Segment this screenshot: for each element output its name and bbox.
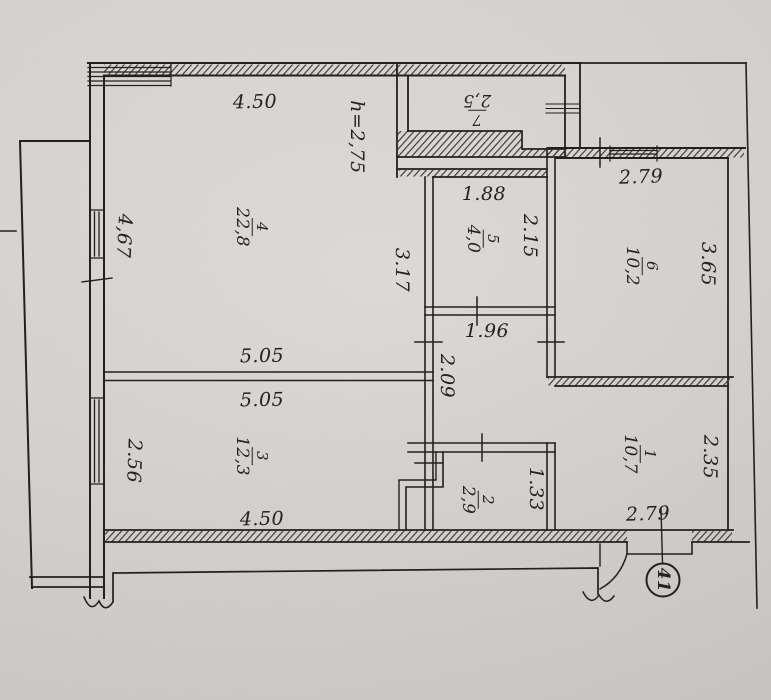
top-left-window-block: [87, 62, 172, 87]
room2-left-wall: [405, 451, 444, 531]
room-2-number: 2: [477, 490, 497, 510]
room-3-number: 3: [251, 446, 271, 466]
dim-room2-height-right: 1.33: [525, 466, 547, 512]
entrance-recess: [626, 541, 693, 555]
wall-break-right: [581, 590, 616, 602]
room5-room6-wall: [546, 147, 556, 378]
dim-top-width: 4.50: [232, 90, 278, 114]
room-1-area: 10,7: [620, 434, 641, 474]
dim-room6-width-top: 2.79: [618, 165, 664, 189]
top-wall: [86, 61, 582, 77]
wall-break-left: [82, 595, 115, 609]
room6-top-wall: [547, 147, 746, 159]
dim-room4-width-bottom: 5.05: [239, 344, 285, 368]
dim-room3-width-top: 5.05: [239, 388, 285, 412]
room-6-area: 10,2: [622, 246, 643, 286]
dim-room1-width-bottom: 2.79: [625, 502, 671, 526]
dim-hall-width: 1.96: [464, 320, 510, 342]
room-7-label: 7 2,5: [462, 90, 492, 129]
bottom-wall: [103, 529, 750, 543]
apartment-number-leader: [660, 508, 664, 564]
room-7-area: 2,5: [462, 90, 492, 111]
room7-window: [545, 103, 581, 114]
dim-room3-width-bottom: 4.50: [239, 507, 285, 531]
room-1-label: 1 10,7: [620, 434, 659, 474]
left-window-2: [89, 397, 105, 485]
dim-hall-height: 2.09: [436, 353, 458, 399]
corridor-wall: [424, 176, 434, 531]
room-5-label: 5 4,0: [463, 224, 502, 254]
room-2-area: 2,9: [458, 485, 479, 515]
room6-window: [609, 145, 658, 162]
room7-left-wall: [396, 62, 409, 178]
dim-room4-height-right: 3.17: [391, 247, 413, 293]
room-5-area: 4,0: [463, 224, 484, 254]
room-6-label: 6 10,2: [622, 246, 661, 286]
dim-room5-width-top: 1.88: [461, 183, 507, 205]
left-wall: [89, 62, 105, 599]
left-window-1: [89, 209, 105, 259]
room-5-number: 5: [482, 229, 502, 249]
room-3-area: 12,3: [232, 436, 253, 476]
room4-room3-wall: [103, 371, 434, 382]
room-1-number: 1: [639, 444, 659, 464]
balcony-outline: [18, 140, 91, 590]
room-4-area: 22,8: [232, 207, 253, 247]
room2-left-wall-outer: [398, 451, 437, 531]
landing-line: [112, 567, 599, 602]
room7-right-wall: [564, 62, 581, 158]
dim-room5-height-right: 2.15: [519, 213, 541, 259]
room-4-label: 4 22,8: [232, 207, 271, 247]
dim-balcony-length: 4,67: [111, 213, 137, 259]
room5-bottom-wall: [424, 306, 556, 316]
room2-right-wall: [546, 442, 556, 531]
dim-room1-height-right: 2.35: [698, 434, 722, 480]
dim-room6-height-right: 3.65: [696, 241, 720, 287]
room-2-label: 2 2,9: [458, 485, 497, 515]
room7-bottom-wall: [396, 130, 566, 158]
dim-height-note: h=2,75: [346, 100, 368, 174]
room-7-number: 7: [467, 109, 487, 129]
room-3-label: 3 12,3: [232, 436, 271, 476]
dim-room3-height-left: 2.56: [122, 438, 146, 484]
room6-bottom-wall: [546, 376, 734, 387]
building-right-edge: [745, 62, 758, 609]
room5-top-wall: [396, 168, 548, 178]
dim-tick-left: [81, 277, 113, 283]
room-6-number: 6: [641, 256, 661, 276]
room-4-number: 4: [251, 217, 271, 237]
entrance-door-arc: [598, 553, 628, 591]
apartment-number: 41: [653, 567, 673, 593]
